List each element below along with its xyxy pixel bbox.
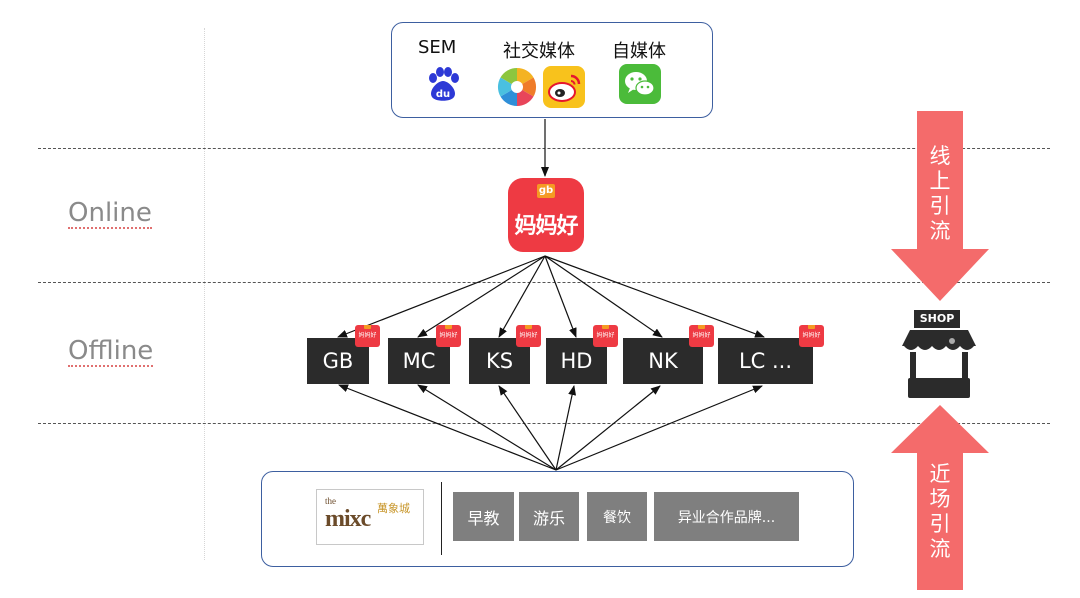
shop-sign-text: SHOP — [919, 312, 955, 325]
wechat-icon — [619, 64, 661, 104]
divider-top — [38, 148, 1050, 149]
store-label: HD — [560, 349, 593, 373]
store-label: LC ... — [738, 349, 793, 373]
store-tag: 妈妈好 — [436, 325, 461, 347]
mall-to-store-arrow-3 — [498, 385, 557, 471]
store-tag: 妈妈好 — [799, 325, 824, 347]
mall-to-store-arrow-5 — [555, 385, 661, 471]
zone-label-offline: Offline — [68, 336, 154, 367]
store-label: NK — [648, 349, 678, 373]
channel-label-sem: SEM — [418, 37, 457, 58]
mall-divider — [441, 482, 442, 555]
mall-box — [261, 471, 854, 567]
mixc-logo: the mixc 萬象城 — [316, 489, 424, 545]
app-to-store-arrow-2 — [417, 255, 546, 338]
weibo-icon — [543, 66, 585, 108]
shop-storefront-icon — [902, 310, 976, 398]
mall-to-store-arrow-4 — [555, 385, 577, 471]
store-lc: LC ... 妈妈好 — [718, 325, 824, 384]
category-dining: 餐饮 — [587, 492, 647, 541]
online-arrow-label: 线上引流 — [929, 144, 951, 243]
mall-to-store-arrow-6 — [555, 385, 763, 471]
store-tag: 妈妈好 — [593, 325, 618, 347]
guide-line — [204, 28, 205, 560]
store-nk: NK 妈妈好 — [623, 325, 714, 384]
category-playground: 游乐 — [519, 492, 579, 541]
store-mc: MC 妈妈好 — [388, 325, 461, 384]
divider-middle — [38, 282, 1050, 283]
store-tag: 妈妈好 — [689, 325, 714, 347]
mixc-logo-cn: 萬象城 — [377, 502, 410, 515]
app-to-store-arrow-1 — [337, 255, 546, 338]
mall-to-store-arrow-1 — [338, 384, 557, 471]
app-to-store-arrow-5 — [544, 255, 663, 338]
store-hd: HD 妈妈好 — [546, 325, 618, 384]
channel-box — [391, 22, 713, 118]
category-early-education: 早教 — [453, 492, 514, 541]
store-ks: KS 妈妈好 — [469, 325, 541, 384]
offline-arrow-label: 近场引流 — [929, 462, 951, 561]
app-to-store-arrow-4 — [544, 255, 577, 338]
app-name: 妈妈好 — [514, 214, 578, 239]
channel-label-social: 社交媒体 — [503, 41, 575, 62]
divider-bottom — [38, 423, 1050, 424]
mamahao-app-icon: gb 妈妈好 — [508, 178, 584, 252]
zone-label-online: Online — [68, 198, 152, 229]
store-label: MC — [402, 349, 436, 373]
channel-label-self-media: 自媒体 — [612, 41, 666, 62]
svg-text:du: du — [436, 89, 450, 100]
store-label: GB — [322, 349, 354, 373]
store-label: KS — [485, 349, 514, 373]
mixc-logo-small: the — [325, 496, 336, 506]
offline-traffic-arrow — [891, 405, 989, 590]
category-cross-industry: 异业合作品牌... — [654, 492, 799, 541]
app-to-store-arrow-6 — [544, 255, 765, 338]
online-traffic-arrow — [891, 111, 989, 301]
mall-to-store-arrow-2 — [417, 384, 557, 471]
app-badge: gb — [537, 184, 555, 198]
mixc-logo-main: mixc — [325, 506, 371, 532]
pinwheel-icon — [497, 67, 537, 107]
store-tag: 妈妈好 — [516, 325, 541, 347]
baidu-paw-icon: du — [429, 67, 459, 101]
app-to-store-arrow-3 — [498, 255, 546, 338]
store-gb: GB 妈妈好 — [307, 325, 380, 384]
store-tag: 妈妈好 — [355, 325, 380, 347]
